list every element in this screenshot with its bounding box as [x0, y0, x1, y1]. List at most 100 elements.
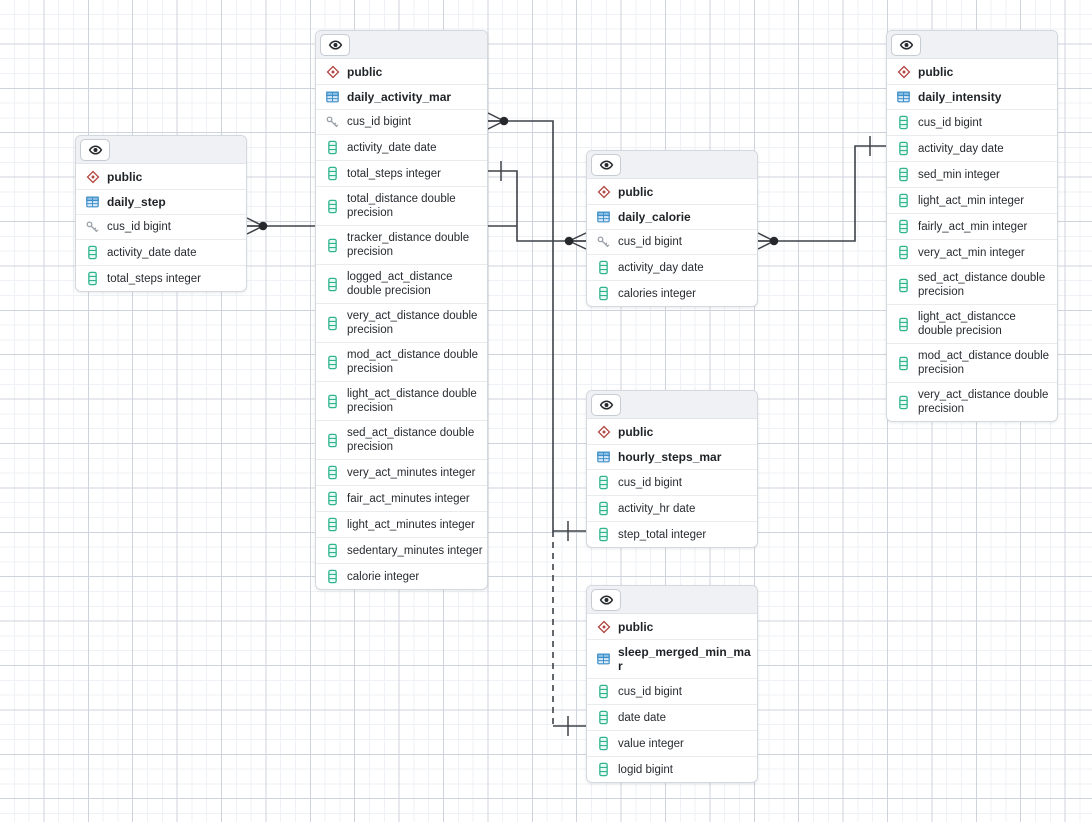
key-icon [85, 220, 100, 234]
diamond-icon [896, 65, 911, 79]
column-row-sed_act_distance-label: sed_act_distance double precision [918, 272, 1046, 298]
diamond-icon [85, 170, 100, 184]
column-row-cus_id-label: cus_id bigint [618, 476, 682, 489]
table-card-daily_intensity[interactable]: public daily_intensity cus_id bigint act… [886, 30, 1058, 422]
many-cardinality-marker [769, 236, 779, 246]
table-grid-icon [325, 90, 340, 104]
table-name-row-label: daily_activity_mar [347, 90, 452, 104]
column-row-activity_date: activity_date date [76, 239, 246, 265]
column-row-calorie-label: calorie integer [347, 570, 420, 583]
column-row-cus_id: cus_id bigint [76, 214, 246, 239]
table-name-row-label: daily_calorie [618, 210, 691, 224]
table-grid-icon [596, 450, 611, 464]
column-icon [325, 277, 340, 292]
column-row-activity_date: activity_date date [316, 134, 487, 160]
table-grid-icon [596, 652, 611, 666]
column-row-light_act_distance-label: light_act_distance double precision [347, 388, 477, 414]
table-card-daily_calorie[interactable]: public daily_calorie cus_id bigint activ… [586, 150, 758, 307]
column-row-activity_day: activity_day date [887, 135, 1057, 161]
column-row-step_total-label: step_total integer [618, 528, 707, 541]
table-card-header [316, 31, 487, 59]
many-cardinality-marker [258, 221, 268, 231]
column-icon [325, 316, 340, 331]
column-row-mod_act_distance: mod_act_distance double precision [316, 342, 487, 381]
column-row-calorie: calorie integer [316, 563, 487, 589]
table-card-daily_step[interactable]: public daily_step cus_id bigint activity… [75, 135, 247, 292]
column-row-value-label: value integer [618, 737, 684, 750]
toggle-visibility-button[interactable] [891, 33, 921, 56]
column-row-very_act_minutes: very_act_minutes integer [316, 459, 487, 485]
column-row-activity_hr: activity_hr date [587, 495, 757, 521]
column-row-logged_act_distance-label: logged_act_distance double precision [347, 271, 453, 297]
column-row-very_act_distance-label: very_act_distance double precision [918, 389, 1049, 415]
table-name-row-label: hourly_steps_mar [618, 450, 722, 464]
column-row-fairly_act_min-label: fairly_act_min integer [918, 220, 1028, 233]
column-row-total_distance-label: total_distance double precision [347, 193, 456, 219]
column-row-cus_id: cus_id bigint [887, 109, 1057, 135]
eye-icon [328, 38, 343, 52]
column-row-calories-label: calories integer [618, 287, 696, 300]
table-card-daily_activity_mar[interactable]: public daily_activity_mar cus_id bigint … [315, 30, 488, 590]
column-icon [596, 260, 611, 275]
column-icon [325, 238, 340, 253]
column-icon [596, 527, 611, 542]
toggle-visibility-button[interactable] [591, 393, 621, 416]
table-name-row-label: daily_intensity [918, 90, 1002, 104]
column-row-light_act_distancce: light_act_distancce double precision [887, 304, 1057, 343]
schema-row-label: public [347, 64, 383, 79]
table-name-row: sleep_merged_min_mar [587, 639, 757, 678]
column-row-total_steps: total_steps integer [316, 160, 487, 186]
eye-icon [599, 158, 614, 172]
column-row-cus_id-label: cus_id bigint [618, 236, 682, 248]
column-row-very_act_distance-label: very_act_distance double precision [347, 310, 478, 336]
column-row-activity_date-label: activity_date date [107, 246, 197, 259]
schema-row: public [887, 59, 1057, 84]
column-icon [596, 286, 611, 301]
toggle-visibility-button[interactable] [591, 153, 621, 176]
column-icon [325, 433, 340, 448]
table-name-row: daily_intensity [887, 84, 1057, 109]
column-icon [325, 394, 340, 409]
relationship-connector-daily_activity_mar-cus_id-to-hourly_steps_mar [487, 112, 586, 541]
schema-row-label: public [918, 64, 954, 79]
many-cardinality-marker [564, 236, 574, 246]
column-icon [596, 736, 611, 751]
toggle-visibility-button[interactable] [591, 588, 621, 611]
column-row-date: date date [587, 704, 757, 730]
column-icon [85, 245, 100, 260]
column-row-step_total: step_total integer [587, 521, 757, 547]
column-icon [896, 278, 911, 293]
column-row-activity_day-label: activity_day date [618, 261, 704, 274]
column-row-tracker_distance: tracker_distance double precision [316, 225, 487, 264]
toggle-visibility-button[interactable] [80, 138, 110, 161]
column-icon [325, 569, 340, 584]
table-card-header [76, 136, 246, 164]
column-row-total_steps: total_steps integer [76, 265, 246, 291]
toggle-visibility-button[interactable] [320, 33, 350, 56]
key-icon [325, 115, 340, 129]
column-row-total_steps-label: total_steps integer [107, 272, 201, 285]
column-icon [896, 167, 911, 182]
column-icon [896, 193, 911, 208]
column-row-light_act_min: light_act_min integer [887, 187, 1057, 213]
table-grid-icon [85, 195, 100, 209]
column-row-very_act_distance: very_act_distance double precision [887, 382, 1057, 421]
table-name-row: daily_activity_mar [316, 84, 487, 109]
table-card-sleep_merged_min_mar[interactable]: public sleep_merged_min_mar cus_id bigin… [586, 585, 758, 783]
column-icon [896, 395, 911, 410]
table-grid-icon [896, 90, 911, 104]
diamond-icon [596, 425, 611, 439]
column-icon [325, 140, 340, 155]
relationship-connector-daily_activity_mar-total_steps-to-daily_calorie [488, 161, 587, 250]
column-icon [596, 762, 611, 777]
table-card-hourly_steps_mar[interactable]: public hourly_steps_mar cus_id bigint ac… [586, 390, 758, 548]
table-name-row: daily_step [76, 189, 246, 214]
column-row-very_act_minutes-label: very_act_minutes integer [347, 466, 476, 479]
column-row-total_distance: total_distance double precision [316, 186, 487, 225]
column-row-cus_id: cus_id bigint [587, 229, 757, 254]
column-icon [896, 356, 911, 371]
column-row-very_act_min: very_act_min integer [887, 239, 1057, 265]
column-row-light_act_minutes-label: light_act_minutes integer [347, 518, 475, 531]
